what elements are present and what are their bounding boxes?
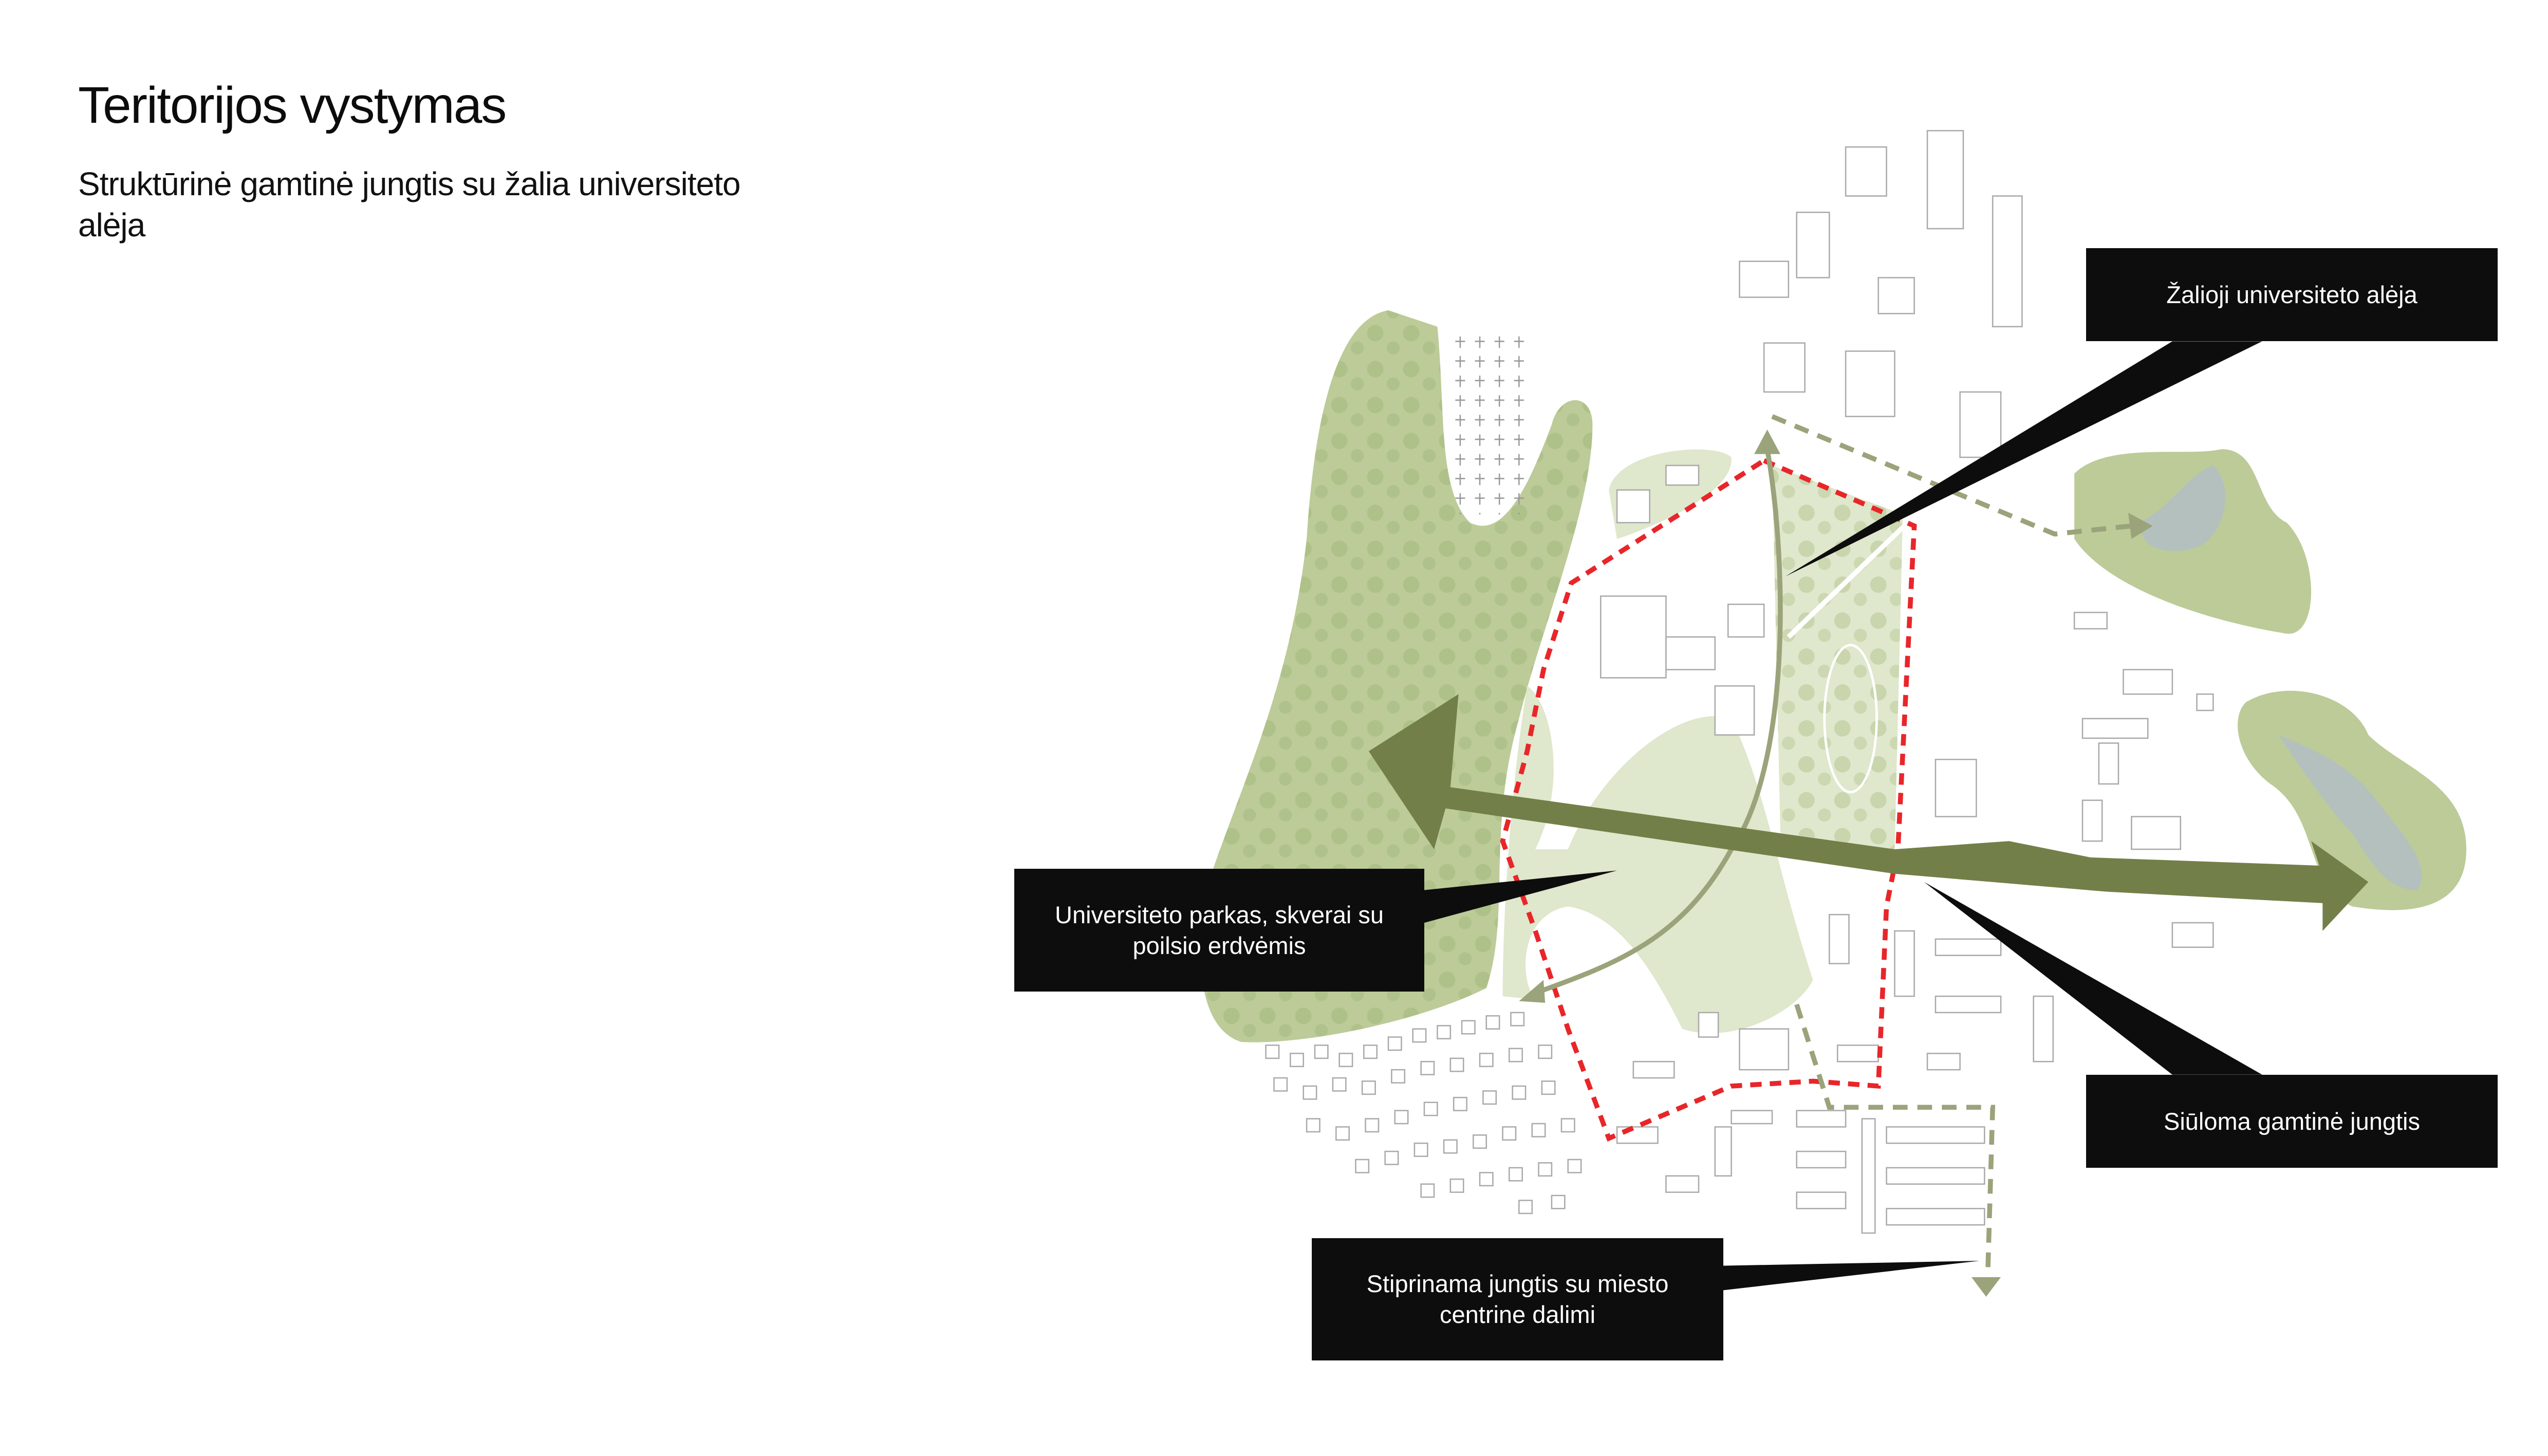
running-track [1823, 644, 1878, 794]
callout-city-center-link: Stiprinama jungtis su miesto centrine da… [1312, 1238, 1723, 1360]
buildings [1265, 130, 2214, 1234]
callout-university-park: Universiteto parkas, skverai su poilsio … [1014, 869, 1424, 992]
cemetery [1445, 334, 1528, 515]
university-park-area [1502, 449, 1910, 1034]
pond-park-north [2074, 449, 2312, 634]
dashed-arrowhead-south [1971, 1277, 2001, 1297]
forest-park-west [1200, 310, 1593, 1042]
project-boundary [1500, 458, 1917, 1142]
callout-proposed-link: Siūloma gamtinė jungtis [2086, 1075, 2498, 1168]
alley-arrowhead-north [1754, 430, 1780, 454]
alley-arrowhead-south [1519, 980, 1546, 1003]
page-title: Teritorijos vystymas [78, 77, 507, 134]
page-subtitle: Struktūrinė gamtinė jungtis su žalia uni… [78, 165, 741, 244]
proposed-green-link-arrow [1368, 694, 2369, 931]
pond-park-east [2238, 690, 2467, 910]
callout-green-alley: Žalioji universiteto alėja [2086, 248, 2498, 341]
dashed-link-paths [1771, 414, 2132, 1274]
dashed-arrowhead-east [2128, 513, 2153, 539]
